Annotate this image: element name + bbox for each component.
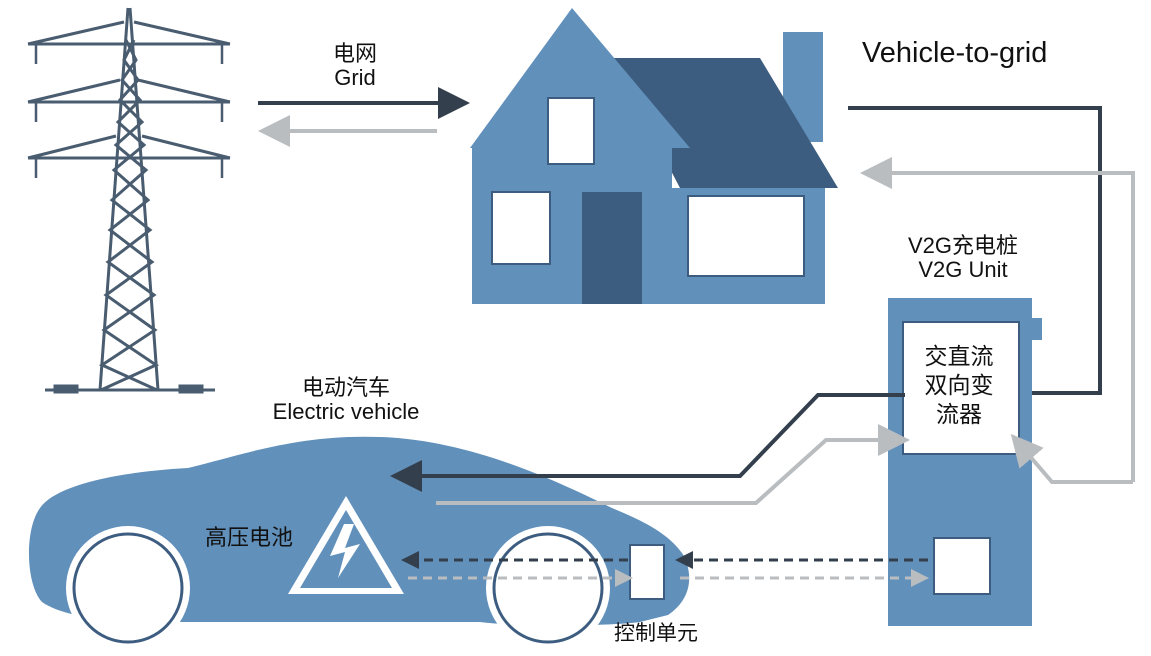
unit-to-car-arrow [390, 393, 905, 492]
v2g-unit-label-en: V2G Unit [918, 257, 1008, 283]
transmission-tower-icon [27, 7, 231, 394]
vehicle-label: 电动汽车 Electric vehicle [246, 375, 446, 425]
high-voltage-battery-icon [288, 496, 404, 594]
unit-to-house-arrow [860, 157, 1135, 482]
v2g-unit-label: V2G充电桩 V2G Unit [878, 233, 1048, 283]
return-to-converter-arrow [1010, 433, 1133, 484]
grid-label: 电网 Grid [300, 41, 410, 91]
diagram-title: Vehicle-to-grid [862, 37, 1048, 69]
house-to-unit-line [848, 106, 1102, 395]
vehicle-label-en: Electric vehicle [272, 399, 420, 425]
control-unit-label: 控制单元 [614, 622, 698, 645]
control-unit-icon [629, 544, 665, 600]
car-to-unit-arrow [436, 424, 910, 505]
vehicle-label-zh: 电动汽车 [301, 375, 390, 400]
converter-line-2: 双向变 [924, 371, 994, 398]
converter-label: 交直流 双向变 流器 [904, 342, 1014, 428]
house-icon [470, 8, 838, 304]
converter-line-1: 交直流 [924, 343, 994, 369]
v2g-unit-label-zh: V2G充电桩 [907, 233, 1019, 258]
converter-line-3: 流器 [936, 400, 982, 427]
grid-label-en: Grid [334, 65, 376, 91]
battery-label: 高压电池 [204, 525, 293, 550]
grid-label-zh: 电网 [332, 41, 377, 66]
